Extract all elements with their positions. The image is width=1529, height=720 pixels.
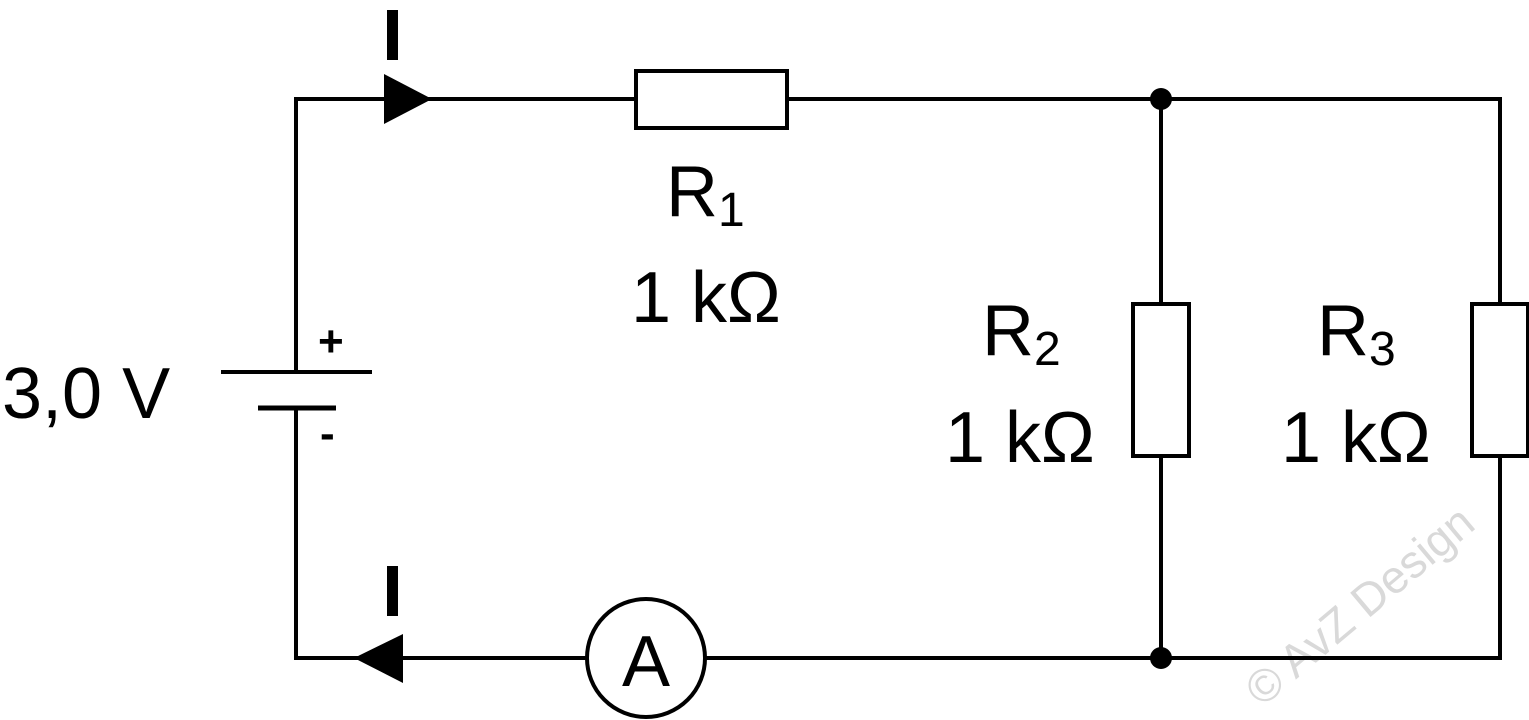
resistor-r3-value: 1 kΩ [1281,398,1431,478]
resistor-r3-letter: R [1317,291,1369,371]
junction-node-bottom [1150,647,1172,669]
current-label-bottom-text: I [381,552,401,632]
ammeter-label: A [622,622,670,702]
current-label-top-text: I [381,0,401,76]
resistor-r1-index: 1 [718,184,745,237]
resistor-r3-index: 3 [1369,323,1396,376]
junction-node-top [1150,88,1172,110]
wires [294,97,1502,660]
resistor-r2-letter: R [982,291,1034,371]
resistor-r2-value: 1 kΩ [945,398,1095,478]
resistor-r3-name: R3 [1317,291,1396,376]
resistor-r1-symbol [634,69,789,130]
resistor-r1-letter: R [666,152,718,232]
resistor-r1-value: 1 kΩ [631,258,781,338]
resistor-r1-name: R1 [666,152,745,237]
right-branch-wire-bottom [705,454,1502,660]
current-label-top [387,10,398,60]
resistor-r2-index: 2 [1034,323,1061,376]
left-top-wire [294,97,638,374]
current-arrow-bottom-left [354,634,403,683]
current-label-bottom [387,566,398,616]
bottom-left-wire [294,406,588,660]
resistor-r2-symbol [1131,302,1191,458]
battery-symbol [221,370,372,411]
battery-voltage-label: 3,0 V [2,354,170,434]
battery-minus-sign: - [320,409,335,458]
watermark: © AvZ Design [1235,495,1484,715]
current-arrow-top-right [384,74,432,124]
resistor-r3-symbol [1470,302,1529,458]
ammeter-symbol [585,597,707,719]
battery-plus-sign: + [318,317,344,366]
resistor-r2-name: R2 [982,291,1061,376]
